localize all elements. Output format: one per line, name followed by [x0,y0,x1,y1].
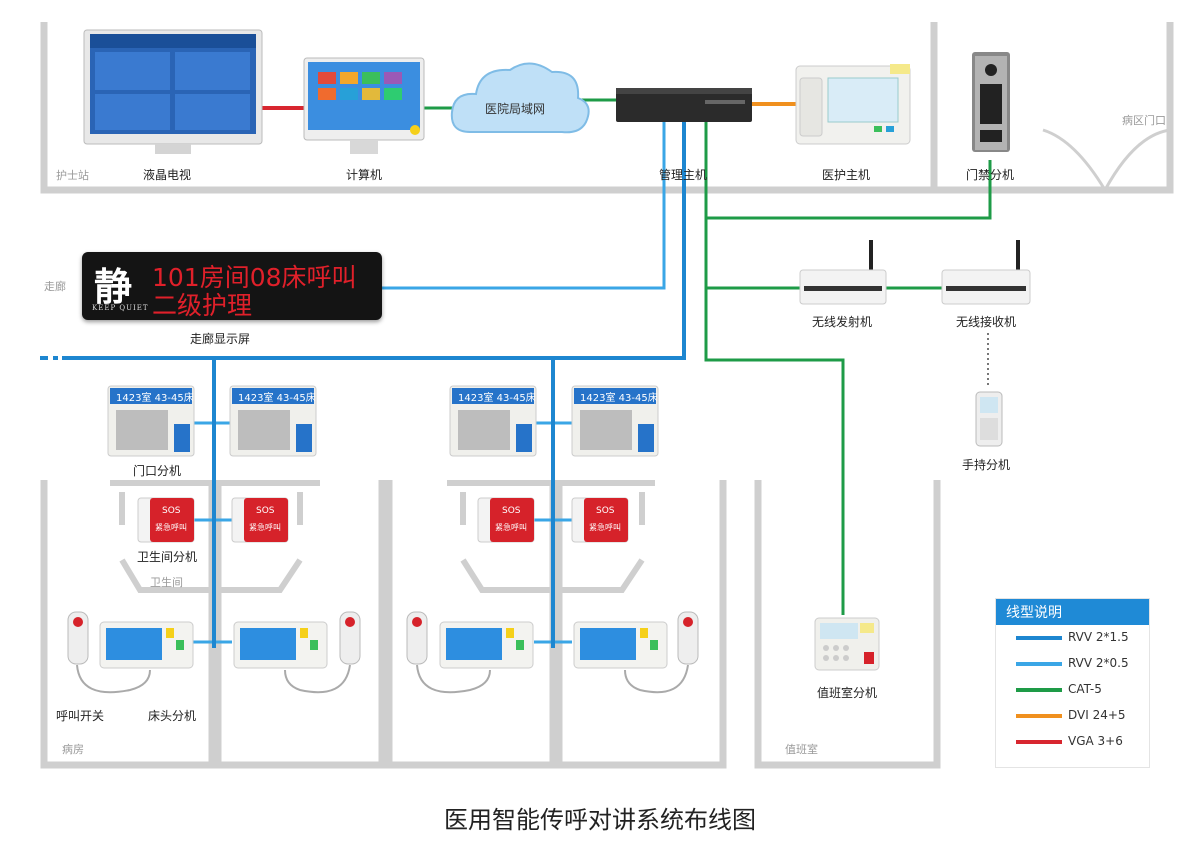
label-duty-ext: 值班室分机 [817,686,878,700]
label-bathroom-ext: 卫生间分机 [137,550,198,564]
rvv15-cables [40,120,686,648]
handheld-device [975,391,1003,447]
sos-sub: 紧急呼叫 [155,523,187,532]
legend-swatch [1016,714,1062,718]
cat5-cables [424,98,992,615]
door-panel-room: 1423室 43-45床 [580,393,658,404]
legend-item: RVV 2*1.5 [996,625,1149,651]
sos-sub: 紧急呼叫 [589,523,621,532]
computer-device [303,57,425,154]
door-panel-room: 1423室 43-45床 [116,393,194,404]
legend-item: DVI 24+5 [996,703,1149,729]
legend-label: VGA 3+6 [1068,734,1123,748]
door-panel-room: 1423室 43-45床 [458,393,536,404]
label-lan: 医院局域网 [485,102,546,116]
sos-label: SOS [502,506,521,516]
diagram-title: 医用智能传呼对讲系统布线图 [444,806,756,834]
label-corridor-display: 走廊显示屏 [190,332,251,346]
label-medical-host: 医护主机 [822,168,871,182]
quiet-en: KEEP QUIET [92,304,149,312]
rvv05-cables [193,120,666,644]
legend-swatch [1016,662,1062,666]
legend: 线型说明 RVV 2*1.5 RVV 2*0.5 CAT-5 DVI 24+5 … [995,598,1150,768]
lcd-tv-device [83,29,263,154]
door-panel-room: 1423室 43-45床 [238,393,316,404]
lan-cloud [450,62,590,134]
sos-sub: 紧急呼叫 [495,523,527,532]
manager-host-device [616,88,752,122]
label-door-access: 门禁分机 [966,168,1015,182]
led-line-2: 二级护理 [152,291,253,320]
label-handheld: 手持分机 [962,458,1011,472]
sos-label: SOS [596,506,615,516]
legend-label: DVI 24+5 [1068,708,1126,722]
label-computer: 计算机 [346,168,383,182]
door-access-device [972,52,1010,152]
legend-label: RVV 2*1.5 [1068,630,1129,644]
sos-sub: 紧急呼叫 [249,523,281,532]
label-wireless-tx: 无线发射机 [812,315,873,329]
legend-swatch [1016,688,1062,692]
zone-duty-room: 值班室 [785,743,818,756]
legend-item: CAT-5 [996,677,1149,703]
ward-wall-4 [555,480,727,769]
sos-label: SOS [162,506,181,516]
duty-room-wall [754,480,941,769]
call-cords [76,664,689,694]
led-line-1: 101房间08床呼叫 [152,263,357,292]
ward-wall-2 [214,480,386,769]
legend-item: VGA 3+6 [996,729,1149,755]
gate-arch-left [1042,128,1107,191]
label-lcd-tv: 液晶电视 [143,168,192,182]
zone-nurse-station: 护士站 [56,169,89,182]
legend-swatch [1016,636,1062,640]
label-bedside-ext: 床头分机 [148,709,197,723]
label-call-switch: 呼叫开关 [56,709,105,723]
walls [40,22,1174,769]
gate-arch-right [1103,128,1171,191]
quiet-char: 静 [94,264,133,309]
zone-bathroom: 卫生间 [150,576,183,589]
legend-swatch [1016,740,1062,744]
sos-label: SOS [256,506,275,516]
zone-corridor: 走廊 [44,280,66,293]
nurse-station-wall [40,22,1174,194]
medical-host-device [795,64,911,145]
call-switch-devices [67,611,699,665]
legend-label: CAT-5 [1068,682,1102,696]
sos-devices [137,497,629,543]
wireless-rx-device [941,240,1031,305]
label-manager-host: 管理主机 [659,168,708,182]
legend-title: 线型说明 [996,599,1149,625]
legend-item: RVV 2*0.5 [996,651,1149,677]
zone-ward: 病房 [62,743,84,756]
label-door-ext: 门口分机 [133,464,182,478]
duty-ext-device [814,617,880,671]
label-wireless-rx: 无线接收机 [956,315,1017,329]
wireless-tx-device [799,240,887,305]
corridor-led-display: 静 KEEP QUIET 101房间08床呼叫 二级护理 [82,252,382,320]
zone-ward-gate: 病区门口 [1122,114,1166,127]
legend-label: RVV 2*0.5 [1068,656,1129,670]
